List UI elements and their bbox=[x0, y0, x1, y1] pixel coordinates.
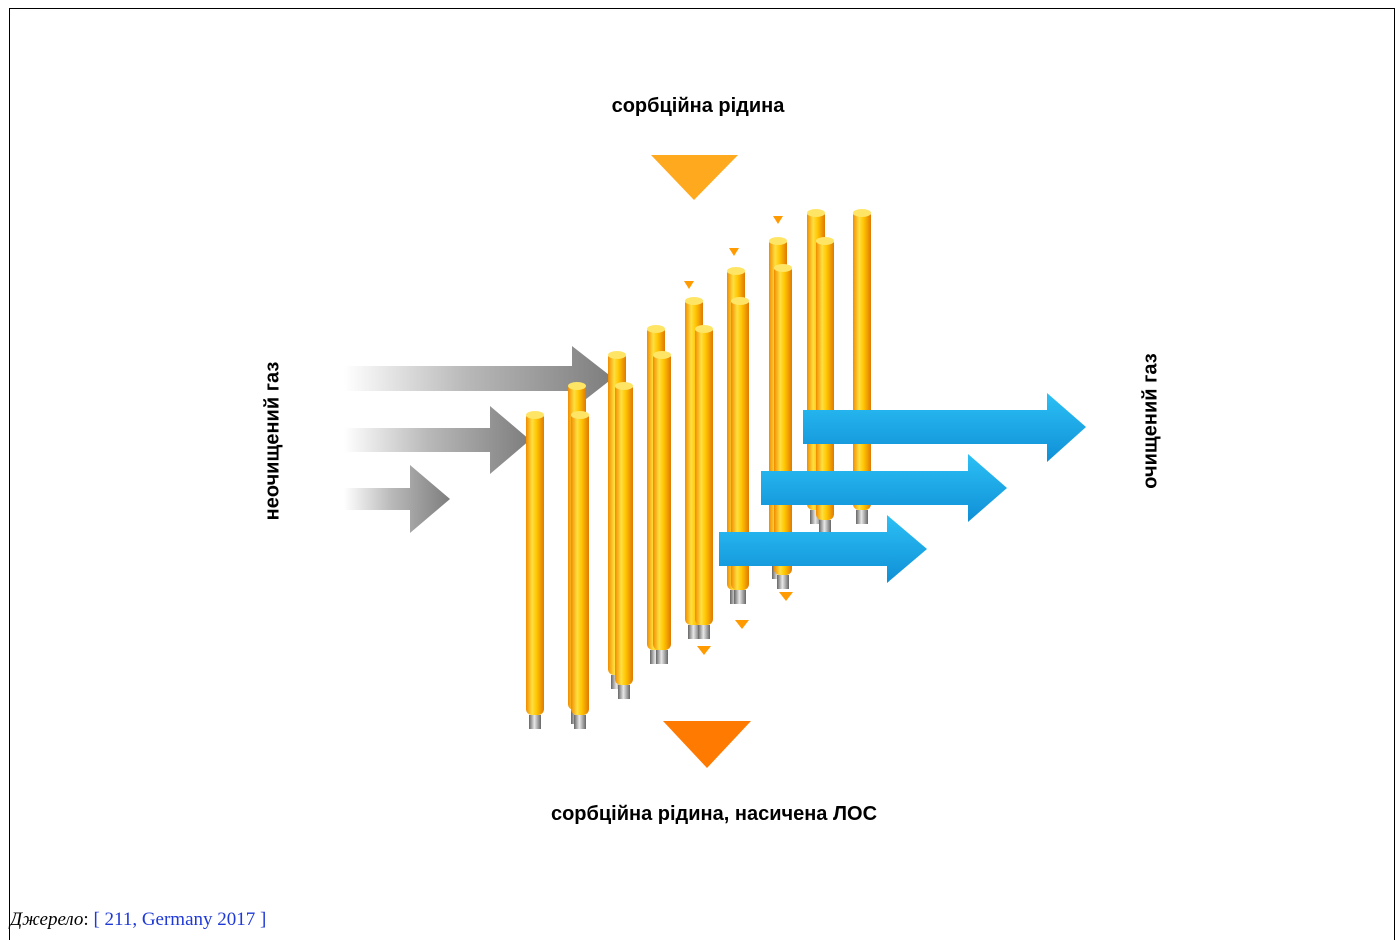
packing-tube bbox=[653, 351, 671, 664]
liquid-out-label: сорбційна рідина, насичена ЛОС bbox=[550, 803, 878, 825]
gas-out-arrows bbox=[719, 393, 1086, 583]
gas-out-arrow-1 bbox=[803, 393, 1086, 462]
packing-tube bbox=[695, 325, 713, 639]
source-label: Джерело bbox=[10, 909, 84, 930]
small-drops bbox=[684, 216, 793, 655]
liquid-in-triangle bbox=[651, 155, 738, 200]
clean-gas-label: очищений газ bbox=[1139, 353, 1162, 489]
figure-frame bbox=[9, 8, 1395, 940]
source-line: Джерело: [ 211, Germany 2017 ] bbox=[10, 909, 266, 931]
raw-gas-label: неочищений газ bbox=[261, 361, 284, 521]
gas-in-arrow-3 bbox=[344, 465, 450, 533]
packing-tube bbox=[731, 297, 749, 604]
source-reference[interactable]: [ 211, Germany 2017 ] bbox=[93, 909, 267, 930]
liquid-out-triangle bbox=[663, 721, 751, 768]
gas-in-arrows bbox=[344, 346, 613, 533]
packing-tubes bbox=[526, 209, 871, 729]
gas-out-arrow-3 bbox=[719, 515, 927, 583]
packing-tube bbox=[615, 382, 633, 699]
gas-in-arrow-2 bbox=[344, 406, 530, 474]
packing-tube bbox=[571, 411, 589, 729]
packing-tube bbox=[526, 411, 544, 729]
packing-tube bbox=[816, 237, 834, 534]
source-colon: : bbox=[83, 909, 94, 930]
liquid-in-label: сорбційна рідина bbox=[611, 95, 785, 117]
gas-out-arrow-2 bbox=[761, 454, 1007, 522]
gas-in-arrow-1 bbox=[344, 346, 613, 410]
